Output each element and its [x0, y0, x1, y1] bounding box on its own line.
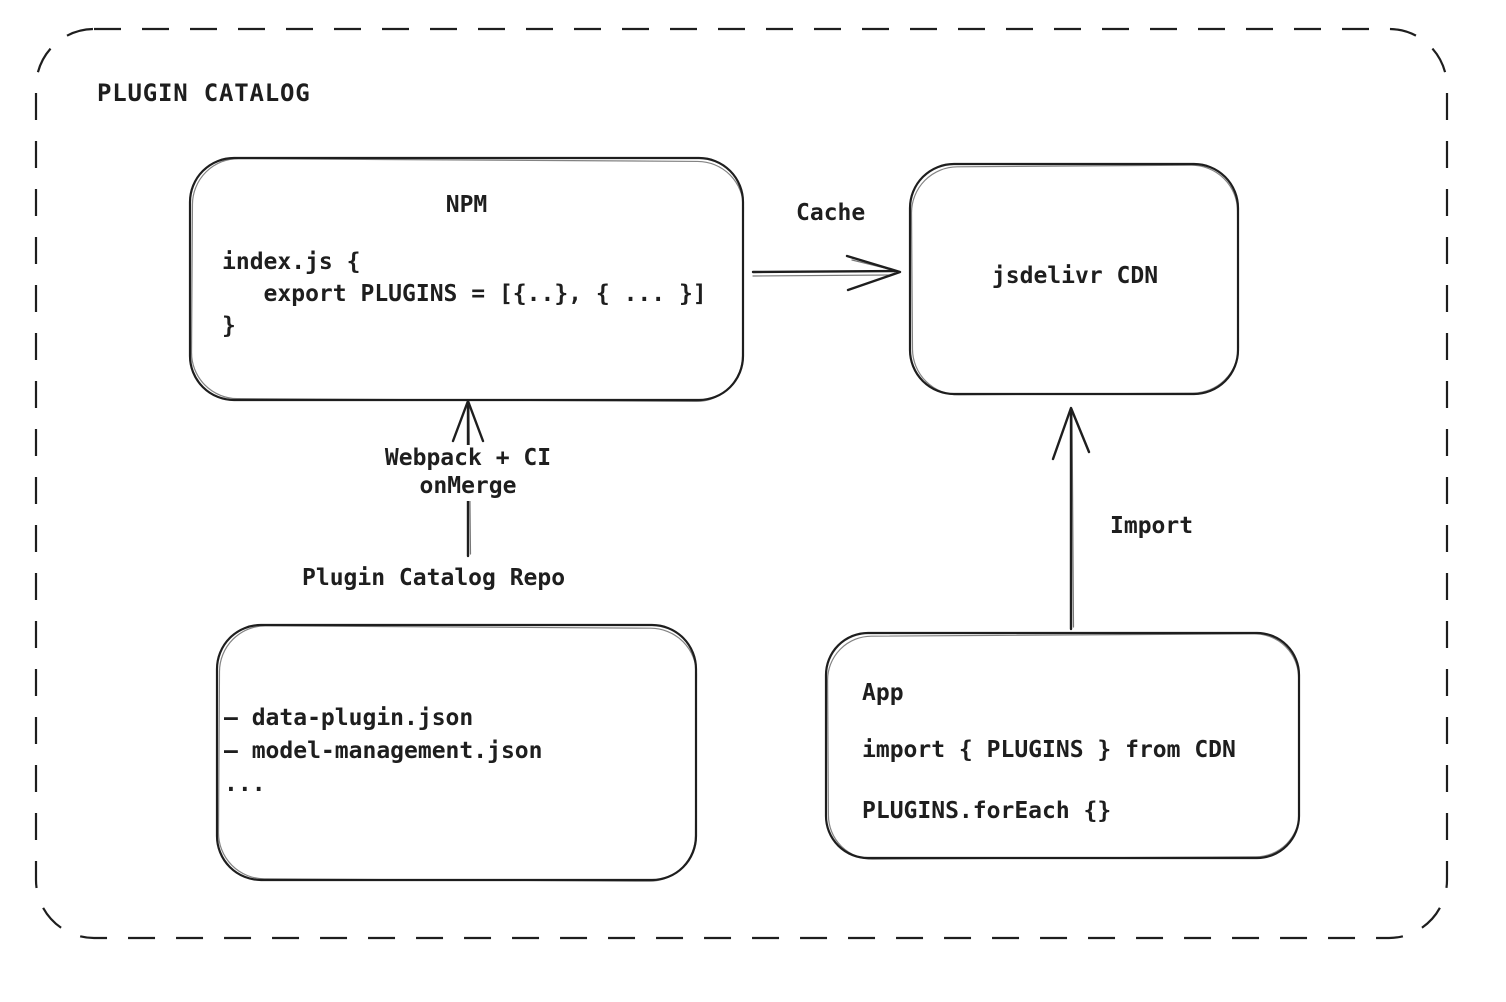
cache-arrow: [751, 254, 902, 292]
repo-box: [215, 623, 698, 882]
cdn-box: [908, 162, 1240, 396]
catalog-boundary: [34, 27, 1449, 940]
import-arrow-label: Import: [1110, 513, 1194, 539]
cache-arrow-label: Cache: [796, 200, 866, 226]
build-arrow-label-line1: Webpack + CI: [378, 445, 558, 473]
npm-code: index.js { export PLUGINS = [{..}, { ...…: [222, 249, 707, 339]
import-arrow: [1051, 406, 1091, 631]
npm-box-title: NPM: [445, 192, 488, 218]
build-arrow-label-line2: onMerge: [413, 473, 523, 501]
app-box: [824, 631, 1301, 860]
app-code-line-import: import { PLUGINS } from CDN: [862, 737, 1236, 763]
repo-box-title: Plugin Catalog Repo: [302, 565, 566, 591]
npm-box: [188, 156, 745, 403]
cdn-box-title: jsdelivr CDN: [991, 263, 1159, 289]
diagram-title: PLUGIN CATALOG: [97, 79, 311, 107]
app-code-line-foreach: PLUGINS.forEach {}: [862, 798, 1112, 824]
repo-file-list: – data-plugin.json – model-management.js…: [224, 705, 543, 797]
app-box-title: App: [862, 680, 904, 706]
